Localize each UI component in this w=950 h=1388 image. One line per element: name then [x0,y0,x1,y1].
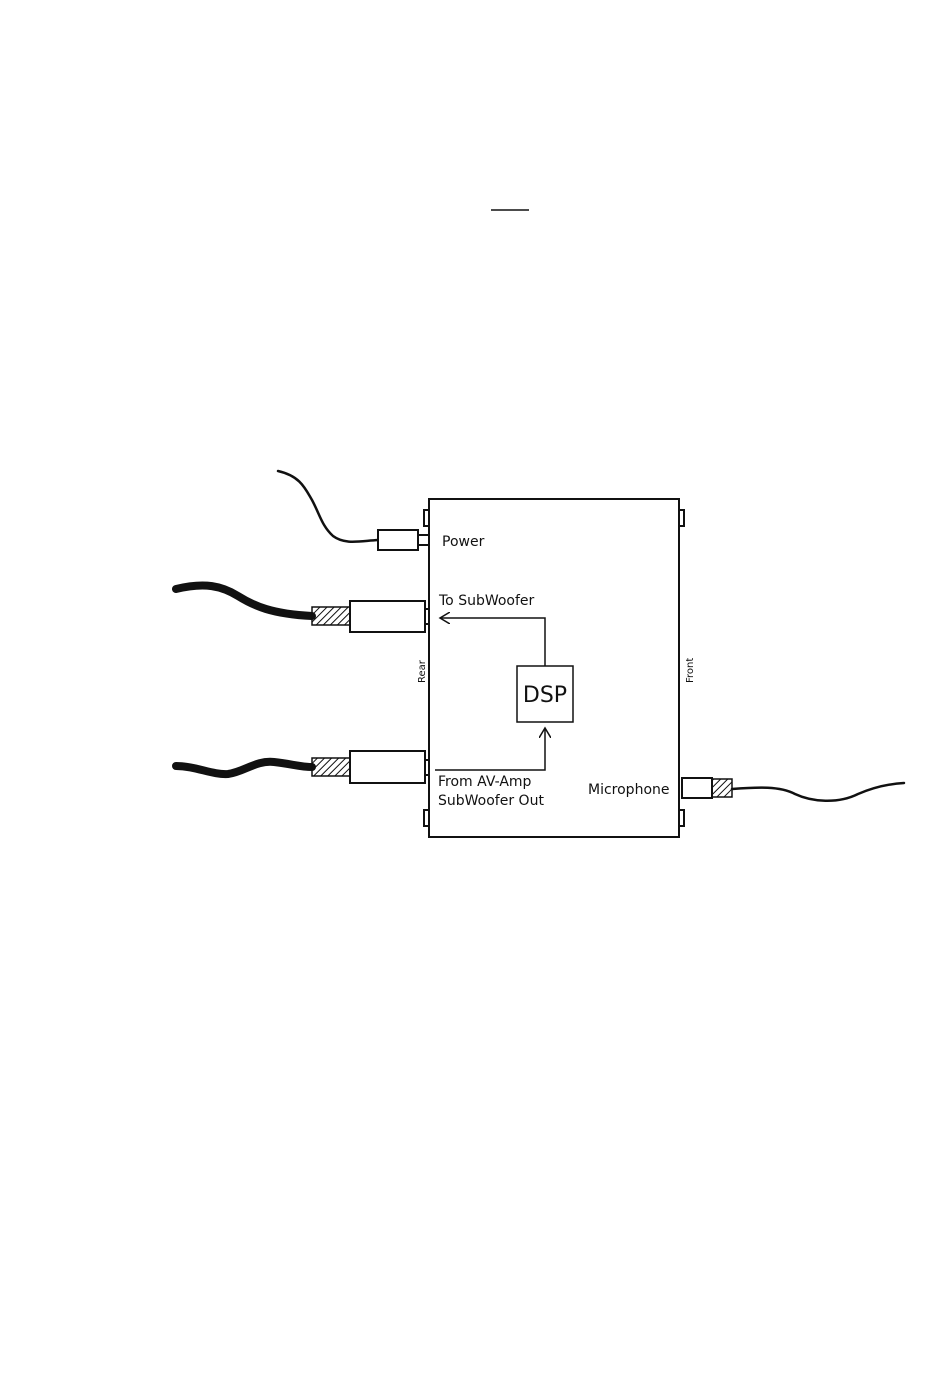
to-subwoofer-cable [176,585,312,616]
from-av-amp-plug-tip [425,760,429,775]
from-av-amp-strain-relief [312,758,350,776]
to-subwoofer-plug [350,601,425,632]
dsp-block: DSP [517,666,573,722]
from-av-amp-cable [176,762,312,774]
to-subwoofer-strain-relief [312,607,350,625]
microphone-cable [732,783,904,801]
power-plug-tip [418,535,429,545]
microphone-grip [712,779,732,797]
power-label: Power [442,534,485,550]
dsp-label: DSP [523,683,567,708]
from-av-amp-label-line2: SubWoofer Out [438,793,544,809]
from-av-amp-plug [350,751,425,783]
from-av-amp-label-line1: From AV-Amp [438,774,532,790]
power-plug [378,530,418,550]
to-subwoofer-plug-tip [425,609,429,624]
power-cable [278,471,378,542]
from-av-amp-connector [176,751,429,783]
microphone-connector [682,778,904,801]
power-connector [278,471,429,550]
to-subwoofer-connector [176,585,429,632]
front-label: Front [685,658,696,683]
microphone-label: Microphone [588,782,670,798]
to-subwoofer-label: To SubWoofer [438,593,535,609]
foot-top-right [679,510,684,526]
foot-bottom-left [424,810,429,826]
foot-bottom-right [679,810,684,826]
foot-top-left [424,510,429,526]
microphone-plug [682,778,712,798]
rear-label: Rear [417,659,428,683]
